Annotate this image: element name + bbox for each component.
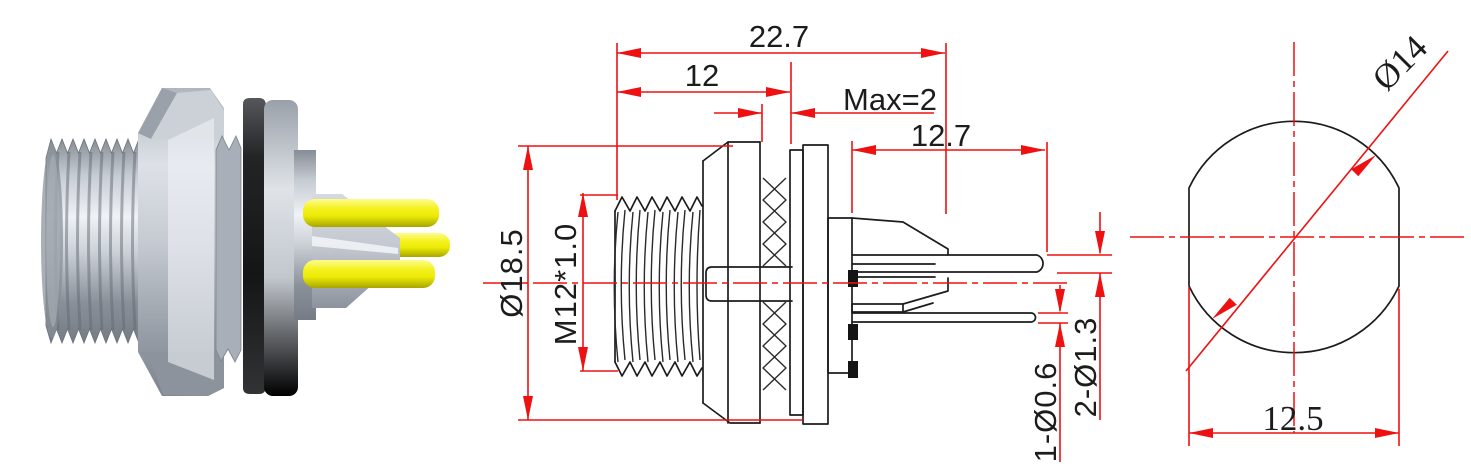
crinkle-washer bbox=[215, 135, 242, 363]
dim-front-diameter-label: Ø14 bbox=[1365, 28, 1435, 98]
dim-thread-spec-label: M12*1.0 bbox=[548, 223, 583, 345]
dim-flange-diameter-label: Ø18.5 bbox=[494, 228, 529, 317]
dim-overall-length-label: 22.7 bbox=[749, 19, 809, 54]
solder-contacts bbox=[848, 270, 858, 378]
cone-highlight bbox=[312, 236, 398, 254]
front-view: Ø14 12.5 bbox=[1130, 28, 1466, 446]
dim-thread-length-label: 12 bbox=[685, 58, 719, 93]
dim-across-flats-label: 12.5 bbox=[1262, 399, 1323, 438]
render-3d-view bbox=[41, 88, 450, 396]
hex-highlight bbox=[168, 118, 214, 380]
dimension-lines bbox=[518, 43, 1112, 462]
crinkle-washer-section bbox=[762, 177, 787, 391]
rear-body-and-pins bbox=[851, 217, 1044, 323]
diameter-leader bbox=[1185, 50, 1449, 446]
solder-pin-top bbox=[303, 199, 439, 227]
dim-pin-protrusion-label: 12.7 bbox=[911, 118, 971, 153]
back-flange bbox=[264, 100, 298, 396]
dim-large-pin-label: 2-Ø1.3 bbox=[1068, 317, 1103, 418]
panel-and-gasket bbox=[789, 144, 853, 425]
thread-front-face-inner bbox=[46, 155, 60, 327]
side-section-view: 22.7 12 Max=2 12.7 Ø18.5 M12*1.0 1-Ø0.6 … bbox=[483, 19, 1112, 462]
thread-flanks bbox=[613, 209, 701, 363]
o-ring bbox=[243, 98, 266, 394]
hex-top-left-facet bbox=[138, 88, 177, 139]
solder-pin-bottom bbox=[303, 260, 435, 288]
connector-outline bbox=[1188, 120, 1400, 354]
dim-panel-gap-label: Max=2 bbox=[843, 82, 937, 117]
dim-small-pin-label: 1-Ø0.6 bbox=[1028, 362, 1063, 463]
front-view-arrowheads bbox=[1189, 155, 1399, 438]
dimension-arrowheads bbox=[523, 48, 1105, 420]
